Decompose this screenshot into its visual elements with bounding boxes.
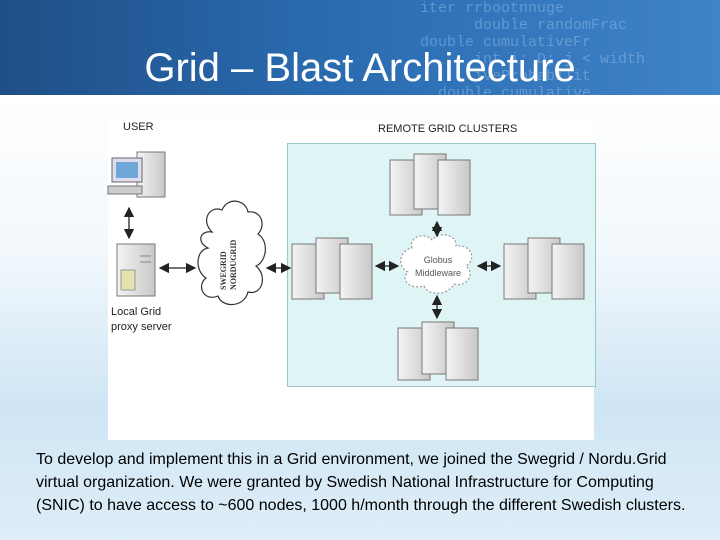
proxy-server-icon (116, 243, 156, 297)
middleware-cloud-icon (400, 234, 473, 294)
cluster-server-left-icon (291, 237, 373, 300)
user-label: USER (123, 121, 154, 133)
proxy-label-line1: Local Grid (111, 306, 162, 318)
grid-cloud-icon (197, 200, 266, 306)
slide-caption: To develop and implement this in a Grid … (36, 451, 686, 514)
cloud-text-nordugrid: NORDUGRID (229, 240, 238, 290)
cloud-text-swegrid: SWEGRID (219, 251, 228, 290)
middleware-text-line2: Middleware (415, 268, 461, 278)
cluster-server-top-icon (389, 153, 471, 216)
remote-clusters-label: REMOTE GRID CLUSTERS (378, 123, 518, 135)
header-decoration: iter rrbootnnuge double randomFrac doubl… (420, 0, 646, 95)
slide-header: iter rrbootnnuge double randomFrac doubl… (0, 0, 720, 95)
user-computer-icon (107, 151, 166, 198)
middleware-text-line1: Globus (424, 255, 453, 265)
cluster-server-right-icon (503, 237, 585, 300)
cluster-server-bottom-icon (397, 321, 479, 381)
proxy-label-line2: proxy server (111, 321, 172, 333)
proxy-label: Local Grid proxy server (111, 305, 172, 335)
slide-title: Grid – Blast Architecture (144, 46, 576, 90)
